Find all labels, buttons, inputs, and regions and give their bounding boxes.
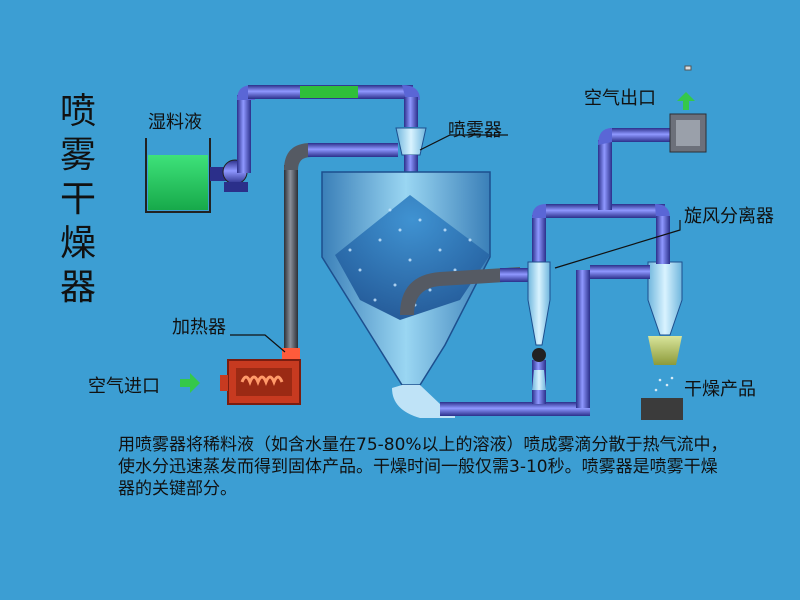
dry-product-label: 干燥产品 (684, 379, 756, 400)
hot-air-pipe (284, 143, 398, 355)
cyclone-pipes (532, 128, 672, 279)
feed-pipe (237, 85, 420, 173)
diagram-title: 喷雾干燥器 (60, 91, 97, 308)
atomizer-label: 喷雾器 (448, 120, 502, 141)
cyclone-2 (641, 261, 683, 420)
outlet-marker (684, 65, 692, 71)
exhaust-fan (669, 113, 707, 153)
air-outlet-arrow-icon (677, 92, 695, 110)
heater-label: 加热器 (172, 317, 226, 338)
air-outlet-label: 空气出口 (584, 88, 656, 109)
drying-chamber (321, 171, 520, 418)
cyclone-1 (527, 215, 551, 390)
leader-lines (230, 134, 681, 353)
air-inlet-arrow-icon (180, 373, 200, 393)
wet-liquid-label: 湿料液 (148, 112, 202, 133)
liquid-tank (145, 138, 211, 213)
air-inlet-label: 空气进口 (88, 376, 160, 397)
heater (220, 348, 301, 405)
cyclone-label: 旋风分离器 (684, 206, 774, 227)
description-text: 用喷雾器将稀料液（如含水量在75-80%以上的溶液）喷成雾滴分散于热气流中，使水… (118, 435, 728, 499)
